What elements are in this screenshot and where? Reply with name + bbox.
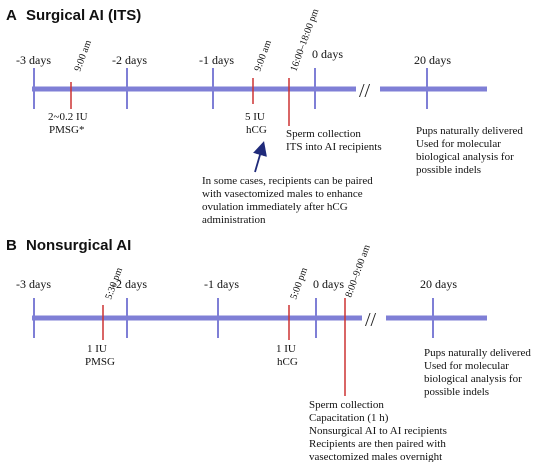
sperm-line-1: Sperm collection bbox=[309, 399, 384, 411]
sperm-line-5: vasectomized males overnight bbox=[309, 451, 442, 462]
label-minus3: -3 days bbox=[16, 277, 51, 291]
label-minus1: -1 days bbox=[199, 53, 234, 67]
hcg-name: hCG bbox=[277, 356, 298, 368]
panel-b-letter: B bbox=[6, 237, 17, 254]
hcg-dose: 1 IU bbox=[276, 343, 296, 355]
note-line-4: administration bbox=[202, 214, 266, 226]
time-label-pmsg: 9:00 am bbox=[72, 39, 94, 74]
sperm-line-4: Recipients are then paired with bbox=[309, 438, 446, 450]
time-label-sperm: 8:00–9:00 am bbox=[343, 243, 372, 299]
note-line-3: ovulation immediately after hCG bbox=[202, 201, 348, 213]
pups-line-2: Used for molecular bbox=[416, 138, 501, 150]
label-minus3: -3 days bbox=[16, 53, 51, 67]
panel-a-title: Surgical AI (ITS) bbox=[26, 7, 141, 24]
note-text: In some cases, recipients can be paired … bbox=[202, 175, 375, 226]
label-day0: 0 days bbox=[312, 47, 343, 61]
hcg-text: 1 IU hCG bbox=[276, 343, 299, 368]
label-day20: 20 days bbox=[420, 277, 457, 291]
pups-text: Pups naturally delivered Used for molecu… bbox=[416, 125, 526, 176]
label-minus2: -2 days bbox=[112, 277, 147, 291]
pmsg-name: PMSG* bbox=[49, 124, 84, 136]
panel-a-letter: A bbox=[6, 7, 17, 24]
pups-text: Pups naturally delivered Used for molecu… bbox=[424, 347, 534, 398]
panel-b-title: Nonsurgical AI bbox=[26, 237, 131, 254]
sperm-line-2: ITS into AI recipients bbox=[286, 141, 382, 153]
pups-line-1: Pups naturally delivered bbox=[416, 125, 523, 137]
sperm-line-2: Capacitation (1 h) bbox=[309, 412, 389, 424]
time-label-hcg: 9:00 am bbox=[252, 39, 274, 74]
pups-line-2: Used for molecular bbox=[424, 360, 509, 372]
hcg-dose: 5 IU bbox=[245, 111, 265, 123]
label-minus1: -1 days bbox=[204, 277, 239, 291]
hcg-text: 5 IU hCG bbox=[245, 111, 268, 136]
label-day20: 20 days bbox=[414, 53, 451, 67]
label-minus2: -2 days bbox=[112, 53, 147, 67]
pups-line-3: biological analysis for bbox=[424, 373, 522, 385]
pmsg-dose: 2~0.2 IU bbox=[48, 111, 88, 123]
sperm-text: Sperm collection ITS into AI recipients bbox=[286, 128, 382, 153]
axis-break-mark: // bbox=[365, 309, 377, 331]
note-line-2: with vasectomized males to enhance bbox=[202, 188, 363, 200]
pups-line-3: biological analysis for bbox=[416, 151, 514, 163]
label-day0: 0 days bbox=[313, 277, 344, 291]
axis-break-mark: // bbox=[359, 80, 371, 102]
note-line-1: In some cases, recipients can be paired bbox=[202, 175, 373, 187]
hcg-name: hCG bbox=[246, 124, 267, 136]
pups-line-1: Pups naturally delivered bbox=[424, 347, 531, 359]
sperm-line-3: Nonsurgical AI to AI recipients bbox=[309, 425, 447, 437]
panel-b: B Nonsurgical AI // -3 days -2 days -1 d… bbox=[6, 237, 534, 462]
pmsg-text: 1 IU PMSG bbox=[85, 343, 115, 368]
pmsg-name: PMSG bbox=[85, 356, 115, 368]
sperm-text: Sperm collection Capacitation (1 h) Nons… bbox=[309, 399, 450, 462]
time-label-hcg: 5:00 pm bbox=[288, 266, 310, 301]
panel-a: A Surgical AI (ITS) // -3 days -2 days -… bbox=[6, 7, 526, 226]
arrow-icon bbox=[253, 141, 267, 173]
pups-line-4: possible indels bbox=[416, 164, 481, 176]
pmsg-dose: 1 IU bbox=[87, 343, 107, 355]
pups-line-4: possible indels bbox=[424, 386, 489, 398]
pmsg-text: 2~0.2 IU PMSG* bbox=[48, 111, 90, 136]
time-label-sperm: 16:00–18:00 pm bbox=[288, 7, 321, 73]
sperm-line-1: Sperm collection bbox=[286, 128, 361, 140]
